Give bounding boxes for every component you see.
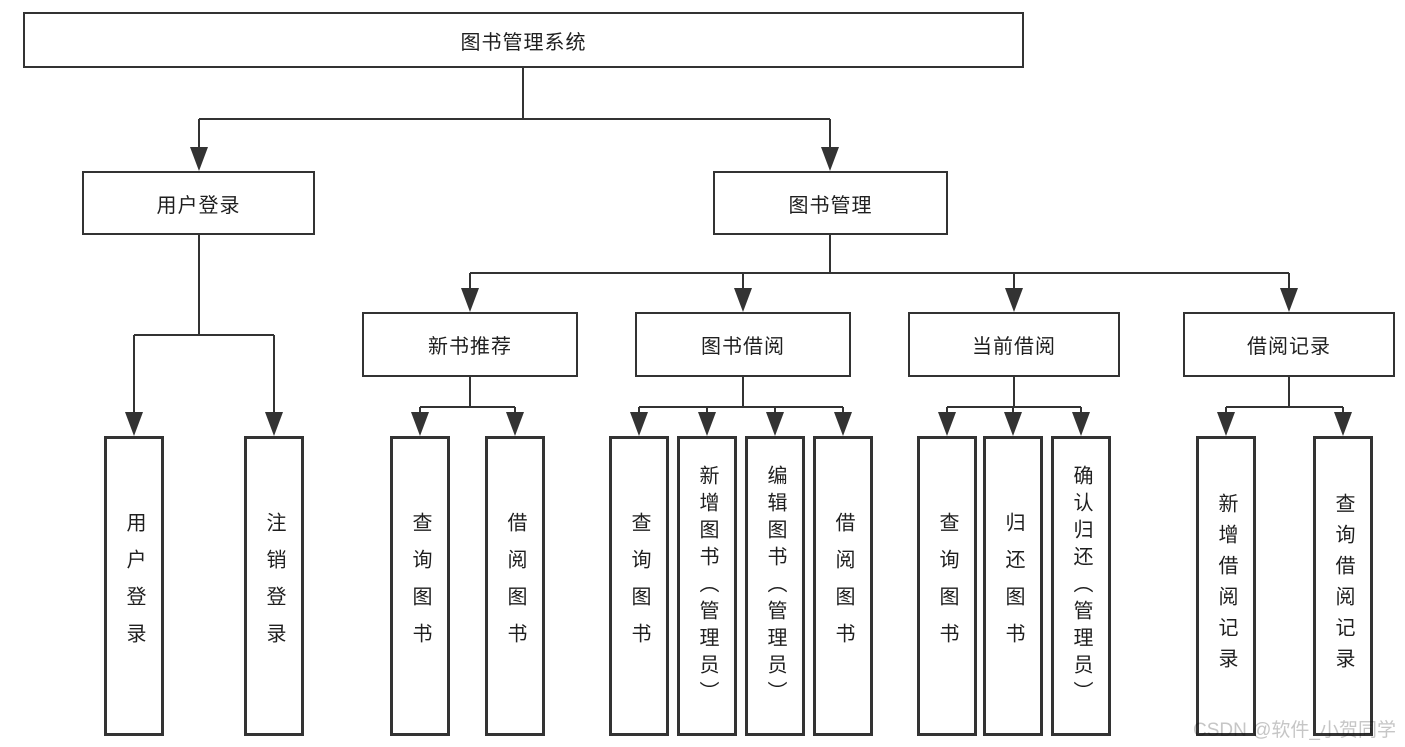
- node-new-book-recommend: 新书推荐: [362, 312, 578, 377]
- node-borrow-records: 借阅记录: [1183, 312, 1395, 377]
- node-root: 图书管理系统: [23, 12, 1024, 68]
- leaf-query-books-2-label: 查询图书: [628, 512, 650, 660]
- node-current-borrow-label: 当前借阅: [972, 336, 1056, 358]
- leaf-add-books-admin: 新增图书（管理员）: [677, 436, 737, 736]
- leaf-return-books-label: 归还图书: [1002, 512, 1024, 660]
- node-borrow-records-label: 借阅记录: [1247, 336, 1331, 358]
- leaf-return-books: 归还图书: [983, 436, 1043, 736]
- leaf-query-books-1-label: 查询图书: [409, 512, 431, 660]
- node-user-login-label: 用户登录: [156, 194, 241, 217]
- leaf-query-books-1: 查询图书: [390, 436, 450, 736]
- leaf-edit-books-admin-label: 编辑图书（管理员）: [764, 464, 786, 708]
- leaf-user-login: 用户登录: [104, 436, 164, 736]
- leaf-logout: 注销登录: [244, 436, 304, 736]
- leaf-edit-books-admin: 编辑图书（管理员）: [745, 436, 805, 736]
- leaf-borrow-books-2: 借阅图书: [813, 436, 873, 736]
- node-user-login: 用户登录: [82, 171, 315, 235]
- node-book-management-label: 图书管理: [788, 194, 873, 217]
- leaf-query-books-2: 查询图书: [609, 436, 669, 736]
- leaf-borrow-books-1-label: 借阅图书: [504, 512, 526, 660]
- node-book-borrow-label: 图书借阅: [701, 336, 785, 358]
- node-book-management: 图书管理: [713, 171, 948, 235]
- leaf-borrow-books-1: 借阅图书: [485, 436, 545, 736]
- node-root-label: 图书管理系统: [460, 31, 587, 54]
- leaf-logout-label: 注销登录: [263, 512, 285, 660]
- leaf-add-borrow-record: 新增借阅记录: [1196, 436, 1256, 736]
- node-new-book-recommend-label: 新书推荐: [428, 336, 512, 358]
- leaf-confirm-return-admin: 确认归还（管理员）: [1051, 436, 1111, 736]
- leaf-query-books-3-label: 查询图书: [936, 512, 958, 660]
- node-current-borrow: 当前借阅: [908, 312, 1120, 377]
- leaf-add-borrow-record-label: 新增借阅记录: [1215, 493, 1237, 679]
- leaf-user-login-label: 用户登录: [123, 512, 145, 660]
- leaf-query-borrow-record: 查询借阅记录: [1313, 436, 1373, 736]
- leaf-borrow-books-2-label: 借阅图书: [832, 512, 854, 660]
- leaf-query-borrow-record-label: 查询借阅记录: [1332, 493, 1354, 679]
- leaf-confirm-return-admin-label: 确认归还（管理员）: [1070, 464, 1092, 708]
- arrowheads: [125, 147, 1352, 436]
- leaf-add-books-admin-label: 新增图书（管理员）: [696, 464, 718, 708]
- csdn-watermark: CSDN @软件_小贺同学: [1193, 720, 1396, 741]
- leaf-query-books-3: 查询图书: [917, 436, 977, 736]
- node-book-borrow: 图书借阅: [635, 312, 851, 377]
